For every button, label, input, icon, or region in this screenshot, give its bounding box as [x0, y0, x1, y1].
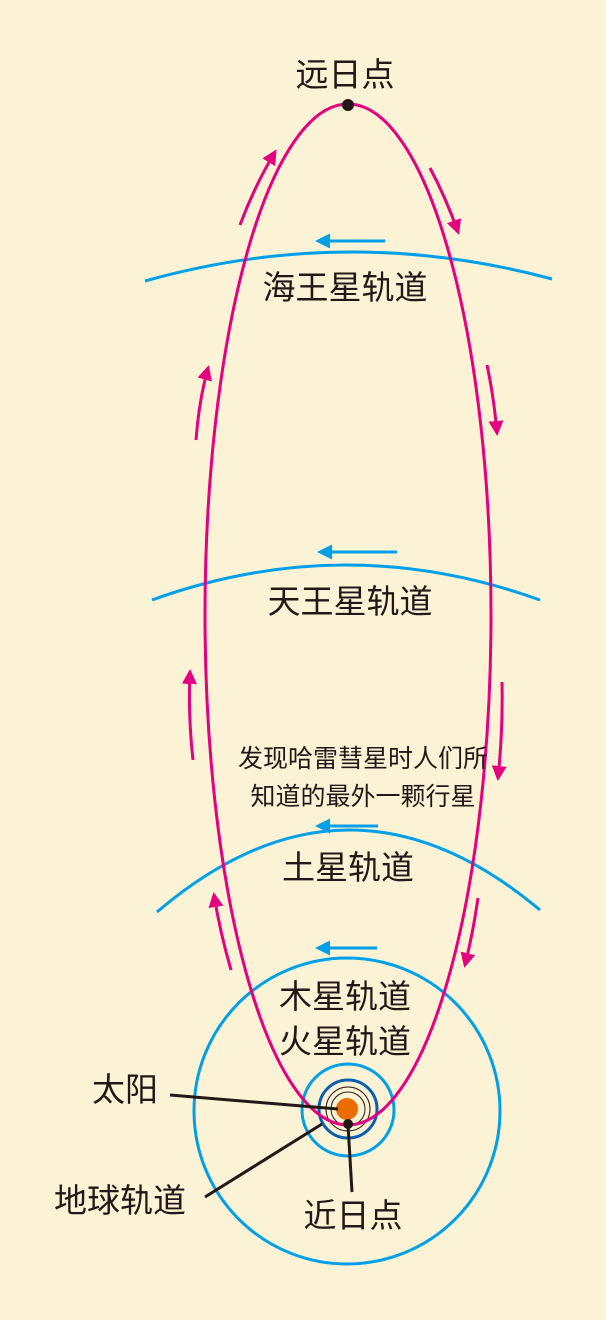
comet-arrow: [238, 149, 277, 226]
comet-direction-arrows: [181, 149, 507, 971]
earth-orbit-label: 地球轨道: [54, 1181, 186, 1220]
sun-label: 太阳: [92, 1070, 158, 1109]
comet-arrow: [181, 669, 197, 761]
mars-orbit: [300, 1062, 396, 1158]
uranus-orbit-label: 天王星轨道: [268, 582, 433, 621]
jupiter-orbit: [192, 956, 502, 1266]
neptune-orbit-label: 海王星轨道: [263, 268, 428, 307]
comet-arrow: [485, 364, 504, 436]
perihelion-label: 近日点: [304, 1196, 403, 1235]
comet-arrow: [208, 892, 233, 971]
note-line-2: 知道的最外一颗行星: [250, 782, 475, 811]
saturn-orbit: [156, 828, 541, 914]
sun-leader-line: [169, 1093, 339, 1111]
comet-arrow: [491, 681, 507, 781]
aphelion-label: 远日点: [296, 55, 395, 94]
note-line-1: 发现哈雷彗星时人们所: [238, 744, 488, 773]
perihelion-point: [343, 1119, 353, 1129]
saturn-orbit-label: 土星轨道: [282, 848, 414, 887]
perihelion-leader-line: [346, 1124, 354, 1193]
jupiter-orbit-label: 木星轨道: [279, 977, 411, 1016]
earth-orbit-leader-line: [204, 1122, 323, 1199]
comet-arrow: [428, 167, 462, 235]
neptune-orbit: [144, 250, 553, 283]
comet-arrow: [460, 897, 480, 968]
aphelion-point: [342, 99, 354, 111]
mars-orbit-label: 火星轨道: [279, 1022, 411, 1061]
comet-arrow: [194, 365, 212, 441]
sun-icon: [336, 1098, 358, 1120]
